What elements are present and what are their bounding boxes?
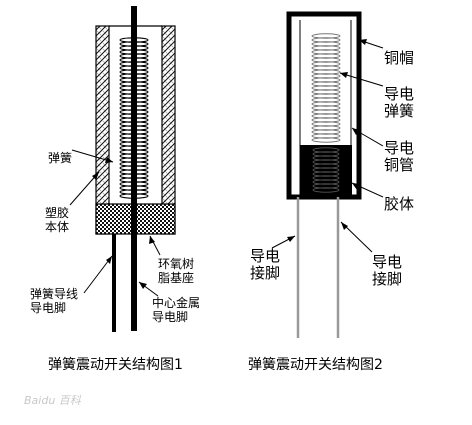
label-plastic-body-line1: 塑胶 — [45, 206, 70, 220]
center-metal-pin — [131, 6, 137, 331]
label-center-pin-line2: 导电脚 — [152, 309, 189, 324]
conductive-spring — [311, 33, 341, 143]
label-epoxy-base-line2: 脂基座 — [158, 270, 195, 285]
figure2-drawing — [271, 11, 384, 338]
label-conductive-spring-line2: 弹簧 — [384, 102, 415, 121]
label-spring-lead-line2: 导电脚 — [30, 300, 67, 315]
label-epoxy-base: 环氧树 脂基座 — [158, 257, 195, 286]
label-pin-left: 导电 接脚 — [250, 247, 281, 283]
caption-figure1: 弹簧震动开关结构图1 — [48, 357, 183, 373]
label-copper-tube-line2: 铜管 — [384, 156, 415, 175]
caption-figure2: 弹簧震动开关结构图2 — [248, 357, 383, 373]
label-plastic-body-line2: 本体 — [45, 219, 70, 234]
label-center-pin: 中心金属 导电脚 — [152, 296, 201, 325]
label-copper-tube: 导电 铜管 — [384, 139, 415, 175]
colloid-block — [300, 145, 352, 197]
label-colloid: 胶体 — [384, 195, 415, 213]
label-center-pin-line1: 中心金属 — [152, 296, 201, 310]
label-conductive-spring-line1: 导电 — [384, 85, 415, 103]
label-spring: 弹簧 — [48, 151, 73, 165]
label-epoxy-base-line1: 环氧树 — [158, 257, 195, 271]
label-pin-right-line1: 导电 — [372, 253, 403, 271]
coil-turn — [311, 137, 341, 143]
label-pin-left-line2: 接脚 — [250, 264, 281, 283]
label-conductive-spring: 导电 弹簧 — [384, 85, 415, 121]
label-spring-lead: 弹簧导线 导电脚 — [30, 287, 79, 316]
plastic-body-right-wall — [161, 25, 176, 235]
spring-in-colloid — [312, 147, 340, 193]
label-pin-right-line2: 接脚 — [372, 270, 403, 289]
coil-turn — [312, 187, 340, 193]
label-pin-left-line1: 导电 — [250, 247, 281, 265]
label-plastic-body: 塑胶 本体 — [45, 206, 70, 235]
watermark: Baidu 百科 — [24, 394, 81, 407]
spring-lead-pin — [112, 234, 116, 332]
label-copper-cap: 铜帽 — [384, 49, 415, 67]
label-pin-right: 导电 接脚 — [372, 253, 403, 289]
plastic-body-left-wall — [95, 25, 110, 235]
label-spring-lead-line1: 弹簧导线 — [30, 287, 79, 301]
label-copper-tube-line1: 导电 — [384, 139, 415, 157]
figure1-drawing — [69, 6, 176, 332]
